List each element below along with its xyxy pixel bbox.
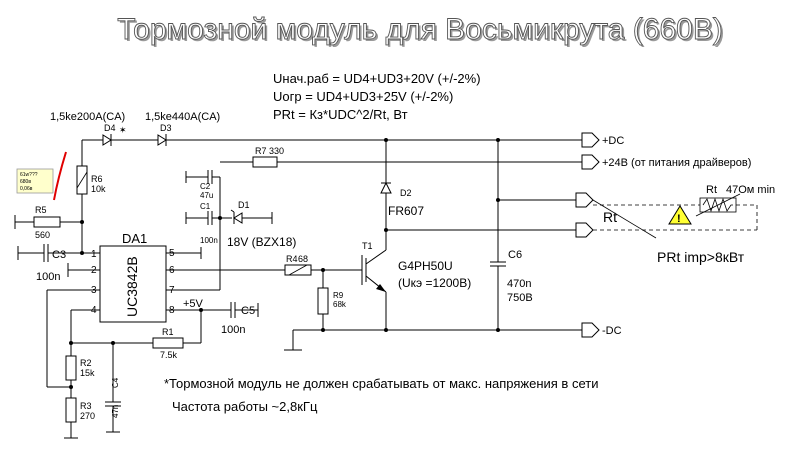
plus-dc-label: +DC — [602, 135, 624, 147]
r1-label: R1 — [162, 327, 174, 337]
red-annotation-mark — [53, 151, 67, 201]
r6-label: R6 — [91, 174, 103, 184]
c5-label: C5 — [241, 305, 255, 317]
r7-label: R7 — [255, 146, 267, 156]
r2-label: R2 — [80, 358, 92, 368]
plus-dc-terminal: +DC — [581, 132, 624, 148]
capacitor-c1: C1 100n — [200, 202, 218, 245]
d3-part-label: 1,5ke440A(CA) — [145, 111, 220, 123]
resistor-r4: R4 68 — [284, 254, 312, 276]
d1-label: D1 — [238, 200, 250, 210]
c6-value-1: 470n — [507, 278, 531, 290]
c6-value-2: 750В — [507, 292, 533, 304]
minus-dc-label: -DC — [602, 325, 622, 337]
warning-icon: ! — [668, 205, 692, 225]
formula-limit-voltage: Uогр = UD4+UD3+25V (+/-2%) — [273, 89, 453, 104]
d4-star-mark: ✶ — [119, 125, 127, 135]
capacitor-c5: C5 100n — [221, 302, 255, 336]
t1-vce: (Uкэ =1200В) — [398, 276, 471, 290]
capacitor-c2: C2 47u — [200, 170, 213, 200]
c5-value: 100n — [221, 324, 245, 336]
power-note: PRt imp>8кВт — [657, 249, 745, 265]
resistor-r3: R3 270 — [65, 397, 95, 423]
r6-value: 10k — [91, 184, 106, 194]
sticky-note-line-2: 680в — [20, 179, 31, 185]
igbt-t1: T1 G4PH50U (Uкэ =1200В) — [361, 241, 471, 293]
load-terminal-top — [575, 192, 594, 208]
load-terminal-bottom — [575, 222, 594, 238]
r3-label: R3 — [80, 401, 92, 411]
c1-value: 100n — [200, 236, 218, 245]
r7-value: 330 — [269, 146, 284, 156]
warning-mark: ! — [677, 213, 681, 225]
note-threshold: *Тормозной модуль не должен срабатывать … — [164, 376, 598, 391]
plus-24v-terminal: +24В (от питания драйверов) — [581, 154, 751, 170]
sticky-note: 61w??? 680в 0,06в — [16, 168, 54, 194]
c2-label: C2 — [200, 182, 211, 191]
c2-value: 47u — [200, 191, 213, 200]
note-frequency: Частота работы ~2,8кГц — [172, 399, 318, 414]
diode-d2: D2 FR607 — [380, 181, 424, 218]
rt-value: 47Ом min — [726, 184, 775, 196]
c4-label: C4 — [111, 377, 120, 388]
sticky-note-line-1: 61w??? — [20, 172, 38, 178]
c3-value: 100n — [36, 271, 60, 283]
d4-part-label: 1,5ke200A(CA) — [50, 111, 125, 123]
r9-value: 68k — [333, 300, 347, 309]
r5-label: R5 — [35, 205, 47, 215]
t1-label: T1 — [362, 241, 373, 251]
r9-label: R9 — [333, 291, 344, 300]
zener-d1: D1 18V (BZX18) — [227, 200, 296, 249]
diode-d4: D4 ✶ — [102, 123, 127, 146]
c1-label: C1 — [200, 202, 211, 211]
c4-value: 47n — [111, 405, 120, 418]
resistor-r5: R5 560 — [33, 205, 61, 240]
d3-label: D3 — [160, 123, 172, 133]
sticky-note-line-3: 0,06в — [20, 186, 33, 192]
minus-dc-terminal: -DC — [581, 322, 622, 338]
rt-label: Rt — [706, 184, 717, 196]
d1-value: 18V (BZX18) — [227, 235, 296, 249]
page-title: Тормозной модуль для Восьмикрута (660В) — [117, 13, 723, 46]
rt-left-label: Rt — [603, 209, 617, 225]
d2-part: FR607 — [388, 204, 424, 218]
ic-name: DA1 — [122, 231, 147, 246]
r5-value: 560 — [35, 230, 50, 240]
resistor-r9: R9 68k — [317, 287, 347, 315]
external-brake-resistor: Rt 47Ом min — [695, 184, 775, 217]
page-title-shadow: Тормозной модуль для Восьмикрута (660В) — [119, 15, 725, 48]
ic-uc3842b: DA1 UC3842B 1 2 3 4 5 6 7 8 — [91, 231, 175, 323]
d2-label: D2 — [400, 188, 412, 198]
plus-24v-label: +24В (от питания драйверов) — [602, 157, 751, 169]
resistor-r2: R2 15k — [65, 355, 95, 381]
t1-part: G4PH50U — [398, 259, 453, 273]
c3-label: C3 — [52, 249, 66, 261]
resistor-r6: R6 10k — [76, 165, 106, 195]
capacitor-c6: C6 470n 750В — [490, 249, 533, 304]
formula-resistor-power: PRt = Кз*UDC^2/Rt, Вт — [273, 107, 408, 122]
diode-d3: D3 — [157, 123, 172, 146]
capacitor-c3: C3 100n — [36, 244, 66, 283]
supply-label: +5V — [183, 298, 204, 310]
r1-value: 7.5k — [160, 350, 178, 360]
formula-start-voltage: Uнач.раб = UD4+UD3+20V (+/-2%) — [273, 71, 481, 86]
pin-1-label: 1 — [91, 249, 97, 260]
d4-label: D4 — [104, 123, 116, 133]
r4-value: 68 — [298, 254, 308, 264]
c6-label: C6 — [508, 249, 522, 261]
resistor-r1: R1 7.5k — [152, 327, 184, 360]
r3-value: 270 — [80, 411, 95, 421]
resistor-r7: R7 330 — [252, 146, 284, 168]
ic-part-number: UC3842B — [124, 256, 140, 317]
r4-label: R4 — [286, 254, 298, 264]
r2-value: 15k — [80, 368, 95, 378]
